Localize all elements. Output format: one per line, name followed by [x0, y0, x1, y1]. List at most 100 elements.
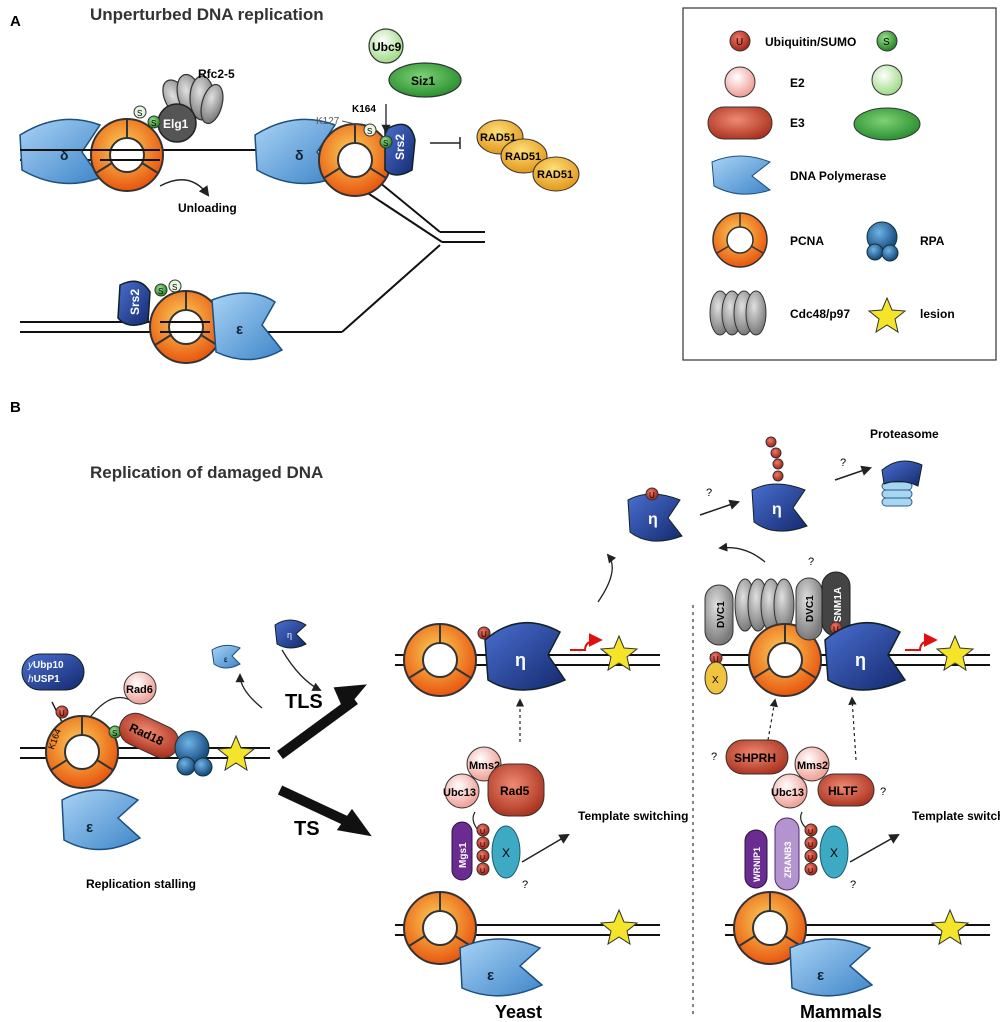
ubc13-yeast-label: Ubc13	[443, 787, 476, 799]
ubp10-usp1	[21, 653, 85, 691]
ub-chain-yeast-label-3: U	[480, 855, 485, 862]
ubp10-y: y	[27, 660, 34, 671]
unloading-arrow	[159, 179, 210, 197]
lesion-mammal-ts	[930, 908, 970, 946]
pcna-ring-3	[149, 290, 223, 364]
x-mammal-tls	[704, 661, 728, 695]
siz1	[388, 62, 462, 98]
delta-label-1: δ	[60, 147, 69, 163]
pcna-ring-1	[90, 118, 164, 192]
legend-u-label: U	[736, 37, 743, 48]
q-mammal-ts: ?	[850, 879, 856, 891]
usp1-text: USP1	[34, 674, 61, 685]
ub-yeast-tls-label: U	[481, 630, 487, 639]
sumo-k164-label: S	[383, 139, 388, 148]
legend-rpa-icon	[866, 221, 899, 262]
lesion-yeast-ts	[599, 908, 639, 946]
legend-e2: E2	[790, 76, 805, 90]
tls-arrow	[277, 695, 358, 760]
unloading-label: Unloading	[178, 201, 237, 215]
pol-epsilon-mammal-ts	[789, 938, 874, 997]
srs2-a1	[384, 123, 416, 176]
legend-lesion-icon	[867, 296, 907, 334]
delta-label-2: δ	[295, 147, 304, 163]
pcna-mammal-tls	[748, 623, 822, 697]
pcna-yeast-tls	[403, 623, 477, 697]
replication-stalling-label: Replication stalling	[86, 877, 196, 891]
legend-cdc48-icon	[709, 290, 767, 336]
legend-e3-red	[707, 106, 773, 140]
ubc13-mammal	[772, 773, 808, 809]
ts-arrowhead	[336, 808, 372, 837]
q-yeast-ts: ?	[522, 879, 528, 891]
q-hltf: ?	[880, 786, 886, 798]
dotted-arrow-mammal-1	[767, 698, 778, 741]
epsilon-label-stalling: ε	[86, 819, 93, 836]
rpa-stalling	[174, 730, 213, 777]
tls-arrowhead	[333, 684, 367, 712]
free-eta-1-label: η	[648, 511, 658, 528]
srs2-a2-label: Srs2	[128, 289, 142, 315]
q-dvc1: ?	[808, 556, 814, 568]
sumo-stalling-label: S	[112, 729, 117, 738]
legend-e2-green	[871, 64, 903, 96]
ts-label: TS	[294, 818, 320, 840]
sumo-k127-label: S	[367, 127, 372, 136]
zranb3	[774, 817, 800, 891]
wrnip1-label: WRNIP1	[752, 847, 762, 882]
ubc13-mammal-label: Ubc13	[771, 787, 804, 799]
ub-chain-mammal-label-3: U	[808, 855, 813, 862]
sumo-k127	[363, 123, 377, 137]
ub-stalling-label: U	[59, 709, 65, 718]
ub-free-eta-1	[645, 487, 659, 501]
legend-polymerase-icon	[711, 155, 772, 195]
shprh-label: SHPRH	[734, 751, 776, 765]
x-yeast-ts-label: X	[502, 846, 510, 860]
hltf	[817, 773, 875, 807]
polymerase-epsilon-a	[211, 292, 284, 361]
usp1-prefix: hUSP1	[28, 674, 60, 685]
free-eta-2	[751, 483, 808, 532]
legend-e3-green	[853, 107, 921, 141]
panel-a-title: Unperturbed DNA replication	[90, 5, 324, 24]
x-yeast-ts	[491, 825, 521, 879]
tls-label: TLS	[285, 691, 323, 713]
polymerase-delta-1	[19, 118, 102, 185]
arrow-free-eta	[281, 649, 322, 691]
mms2-yeast-label: Mms2	[469, 760, 500, 772]
x-mammal-ts-label: X	[830, 846, 838, 860]
sumo-mark-1-label: S	[137, 109, 142, 118]
ubc9	[368, 28, 404, 64]
ub-mammal-tls-label: U	[833, 625, 839, 634]
legend-s-label: S	[883, 37, 890, 48]
legend-pcna: PCNA	[790, 234, 824, 248]
rad51-label-1: RAD51	[480, 132, 516, 144]
template-switch-arrow-yeast	[521, 833, 570, 863]
sumo-mark-1	[133, 105, 147, 119]
pol-eta-yeast	[484, 621, 567, 691]
rad5-yeast-label: Rad5	[500, 784, 530, 798]
pcna-ring-2	[318, 123, 392, 197]
hltf-label: HLTF	[828, 784, 858, 798]
panel-a-letter: A	[10, 13, 21, 30]
sumo-a3	[154, 283, 168, 297]
template-switch-arrow-mammal	[849, 833, 900, 863]
epsilon-label-a: ε	[236, 321, 243, 338]
eta-label-mammal: η	[855, 650, 866, 670]
template-switching-yeast-text: Template switching	[578, 809, 688, 823]
sumo-a3-label: S	[158, 287, 163, 296]
ub-x-mammal-label: U	[713, 655, 719, 664]
pcna-mammal-ts	[733, 891, 807, 965]
arrow-to-free-epsilon	[235, 673, 263, 709]
legend-lesion: lesion	[920, 307, 955, 321]
rfc2-5-label: Rfc2-5	[198, 67, 235, 81]
legend-e2-red	[724, 66, 756, 98]
rad5-yeast	[487, 763, 545, 817]
eta-release-arrow	[597, 553, 617, 603]
proteasome-label: Proteasome	[870, 427, 939, 441]
pol-epsilon-yeast-ts	[459, 938, 544, 997]
dvc1-left-label: DVC1	[716, 601, 727, 628]
ubc9-label: Ubc9	[372, 40, 402, 54]
tls-red-arrow-yeast	[570, 633, 603, 651]
epsilon-label-mammal-ts: ε	[817, 967, 824, 984]
